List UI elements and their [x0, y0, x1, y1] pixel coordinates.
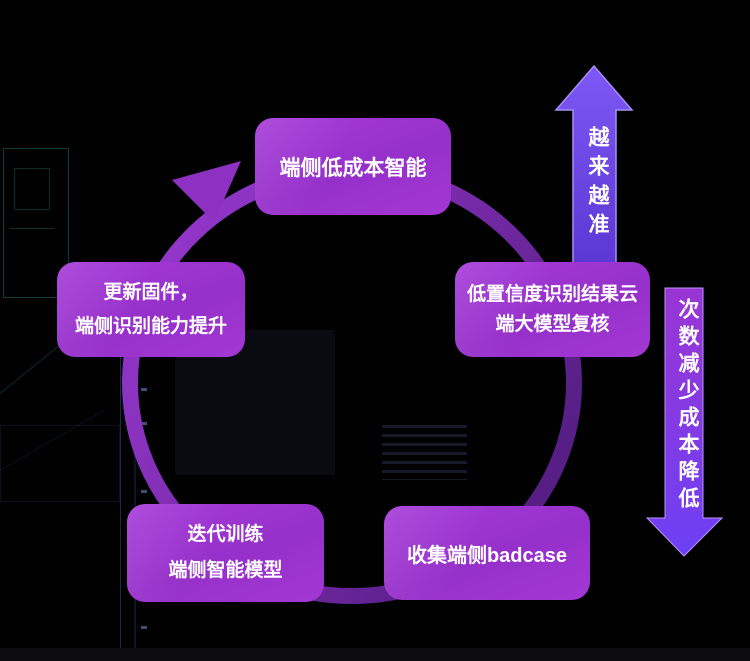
node-label: 收集端侧badcase	[406, 544, 568, 567]
cycle-arrowhead-icon	[172, 161, 241, 222]
node-label-line2: 端侧识别能力提升	[74, 315, 227, 337]
down-arrow-icon	[645, 287, 724, 557]
node-label-line1: 迭代训练	[187, 524, 264, 545]
node-low-confidence-cloud-review: 低置信度识别结果云 端大模型复核	[455, 262, 650, 357]
node-label-line1: 低置信度识别结果云	[466, 283, 638, 305]
node-label-line2: 端侧智能模型	[168, 560, 283, 581]
node-iterative-training: 迭代训练 端侧智能模型	[127, 504, 324, 602]
node-label: 端侧低成本智能	[279, 156, 427, 180]
node-firmware-update-capability-up: 更新固件， 端侧识别能力提升	[57, 262, 245, 357]
node-collect-badcase: 收集端侧badcase	[384, 506, 590, 600]
up-arrow-label: 越来越准	[586, 126, 609, 242]
node-label-line1: 更新固件，	[103, 281, 199, 303]
node-label-line2: 端大模型复核	[495, 313, 610, 335]
node-device-low-cost-intelligence: 端侧低成本智能	[255, 118, 451, 215]
down-arrow-label: 次数减少成本降低	[676, 298, 699, 514]
